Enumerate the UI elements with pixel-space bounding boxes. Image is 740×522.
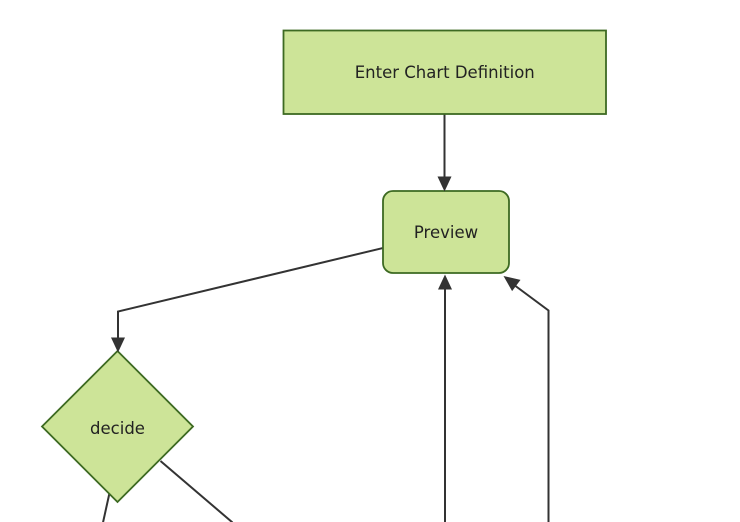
enter-chart-definition-box bbox=[282, 29, 607, 115]
arrowhead-up-into-preview-bottom-icon bbox=[438, 274, 452, 290]
edge-preview-to-decide bbox=[117, 247, 384, 339]
arrowhead-down-into-preview-icon bbox=[437, 176, 452, 192]
node-preview: Preview bbox=[382, 190, 510, 274]
decide-diamond bbox=[40, 349, 195, 504]
edge-decide-to-offscreen-bottom-left bbox=[102, 492, 111, 522]
enter-chart-definition-label: Enter Chart Definition bbox=[355, 63, 535, 82]
preview-box bbox=[382, 190, 510, 274]
arrowhead-down-into-decide-icon bbox=[111, 337, 125, 353]
node-decide: decide bbox=[40, 349, 195, 504]
edge-offscreen-right-to-preview bbox=[512, 283, 550, 522]
edge-decide-to-offscreen-bottom-right bbox=[159, 460, 234, 522]
decide-label: decide bbox=[90, 419, 145, 438]
preview-label: Preview bbox=[414, 223, 478, 242]
arrowhead-diagonal-into-preview-corner-icon bbox=[503, 276, 521, 292]
node-enter-chart-definition: Enter Chart Definition bbox=[282, 29, 607, 115]
